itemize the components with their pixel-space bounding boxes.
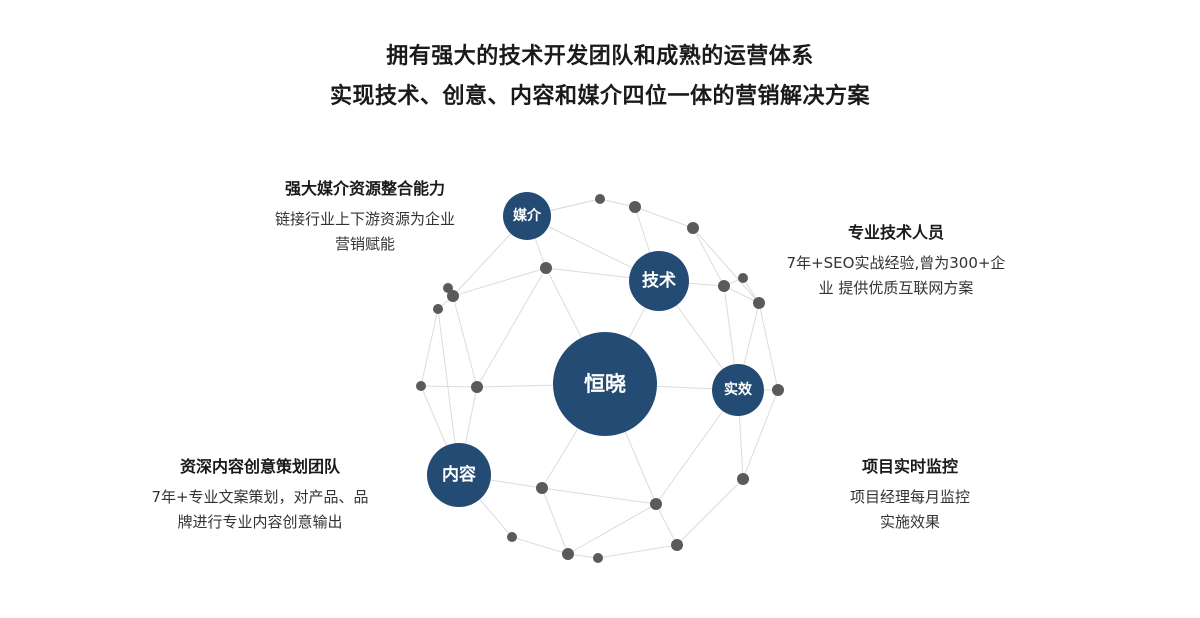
hub-circle-effect bbox=[712, 364, 764, 416]
network-dot bbox=[772, 384, 784, 396]
network-edge bbox=[676, 478, 744, 546]
hub-circle-tech bbox=[629, 251, 689, 311]
network-dot bbox=[753, 297, 765, 309]
project-monitor-block: 项目实时监控 项目经理每月监控 实施效果 bbox=[800, 453, 1020, 535]
network-dot bbox=[471, 381, 483, 393]
network-dot bbox=[737, 473, 749, 485]
network-dot bbox=[718, 280, 730, 292]
headline-line-2: 实现技术、创意、内容和媒介四位一体的营销解决方案 bbox=[329, 84, 870, 109]
network-dot bbox=[540, 262, 552, 274]
content-team-desc-line-1: 7年+专业文案策划，对产品、品 bbox=[151, 488, 369, 506]
content-team-desc: 7年+专业文案策划，对产品、品 牌进行专业内容创意输出 bbox=[120, 485, 400, 535]
network-dot bbox=[671, 539, 683, 551]
network-edge bbox=[723, 285, 760, 304]
project-monitor-desc-line-2: 实施效果 bbox=[879, 513, 940, 531]
network-dot bbox=[447, 290, 459, 302]
network-dot bbox=[738, 273, 748, 283]
network-edge bbox=[597, 544, 678, 559]
hub-label-tech: 技术 bbox=[642, 270, 676, 291]
media-capability-desc-line-1: 链接行业上下游资源为企业 bbox=[274, 210, 455, 228]
hub-label-effect: 实效 bbox=[724, 381, 753, 398]
hub-circle-center bbox=[553, 332, 657, 436]
network-dots bbox=[416, 194, 784, 563]
network-edge bbox=[541, 487, 569, 555]
network-dot bbox=[593, 553, 603, 563]
project-monitor-title: 项目实时监控 bbox=[861, 457, 958, 476]
network-edge bbox=[655, 503, 678, 546]
hub-node-content: 内容 bbox=[427, 443, 491, 507]
network-dot bbox=[443, 283, 453, 293]
network-edge bbox=[567, 503, 657, 555]
hub-label-content: 内容 bbox=[442, 464, 476, 485]
network-dot bbox=[650, 498, 662, 510]
project-monitor-desc: 项目经理每月监控 实施效果 bbox=[800, 485, 1020, 535]
network-edge bbox=[452, 267, 547, 297]
network-dot bbox=[536, 482, 548, 494]
hub-circle-content bbox=[427, 443, 491, 507]
hub-label-center: 恒晓 bbox=[584, 372, 626, 396]
hub-node-center: 恒晓 bbox=[553, 332, 657, 436]
tech-staff-desc-line-2: 业 提供优质互联网方案 bbox=[818, 279, 974, 297]
hub-node-media: 媒介 bbox=[503, 192, 551, 240]
network-edge bbox=[511, 536, 569, 555]
tech-staff-block: 专业技术人员 7年+SEO实战经验,曾为300+企 业 提供优质互联网方案 bbox=[760, 219, 1032, 301]
network-dot bbox=[433, 304, 443, 314]
media-capability-desc-line-2: 营销赋能 bbox=[334, 235, 395, 253]
hub-node-effect: 实效 bbox=[712, 364, 764, 416]
network-dot bbox=[595, 194, 605, 204]
network-edge bbox=[742, 389, 779, 480]
content-team-block: 资深内容创意策划团队 7年+专业文案策划，对产品、品 牌进行专业内容创意输出 bbox=[120, 453, 400, 535]
media-capability-desc: 链接行业上下游资源为企业 营销赋能 bbox=[245, 207, 485, 257]
network-dot bbox=[629, 201, 641, 213]
network-dot bbox=[687, 222, 699, 234]
network-edge bbox=[476, 267, 547, 388]
network-edge bbox=[420, 385, 478, 388]
network-edge bbox=[420, 308, 439, 387]
media-capability-title: 强大媒介资源整合能力 bbox=[284, 179, 445, 198]
network-dot bbox=[416, 381, 426, 391]
network-dot bbox=[562, 548, 574, 560]
network-dot bbox=[507, 532, 517, 542]
tech-staff-title: 专业技术人员 bbox=[847, 223, 944, 242]
content-team-title: 资深内容创意策划团队 bbox=[179, 457, 340, 476]
network-edge bbox=[692, 227, 725, 287]
hub-label-media: 媒介 bbox=[512, 207, 542, 224]
network-edge bbox=[692, 227, 760, 304]
network-edge bbox=[541, 487, 657, 505]
network-edge bbox=[634, 206, 694, 229]
media-capability-block: 强大媒介资源整合能力 链接行业上下游资源为企业 营销赋能 bbox=[245, 175, 485, 257]
project-monitor-desc-line-1: 项目经理每月监控 bbox=[849, 488, 970, 506]
tech-staff-desc: 7年+SEO实战经验,曾为300+企 业 提供优质互联网方案 bbox=[760, 251, 1032, 301]
hub-node-tech: 技术 bbox=[629, 251, 689, 311]
network-edge bbox=[758, 302, 779, 391]
headline-line-1: 拥有强大的技术开发团队和成熟的运营体系 bbox=[386, 44, 814, 69]
hub-circle-media bbox=[503, 192, 551, 240]
tech-staff-desc-line-1: 7年+SEO实战经验,曾为300+企 bbox=[786, 254, 1006, 272]
content-team-desc-line-2: 牌进行专业内容创意输出 bbox=[177, 513, 343, 531]
network-edge bbox=[452, 295, 478, 388]
